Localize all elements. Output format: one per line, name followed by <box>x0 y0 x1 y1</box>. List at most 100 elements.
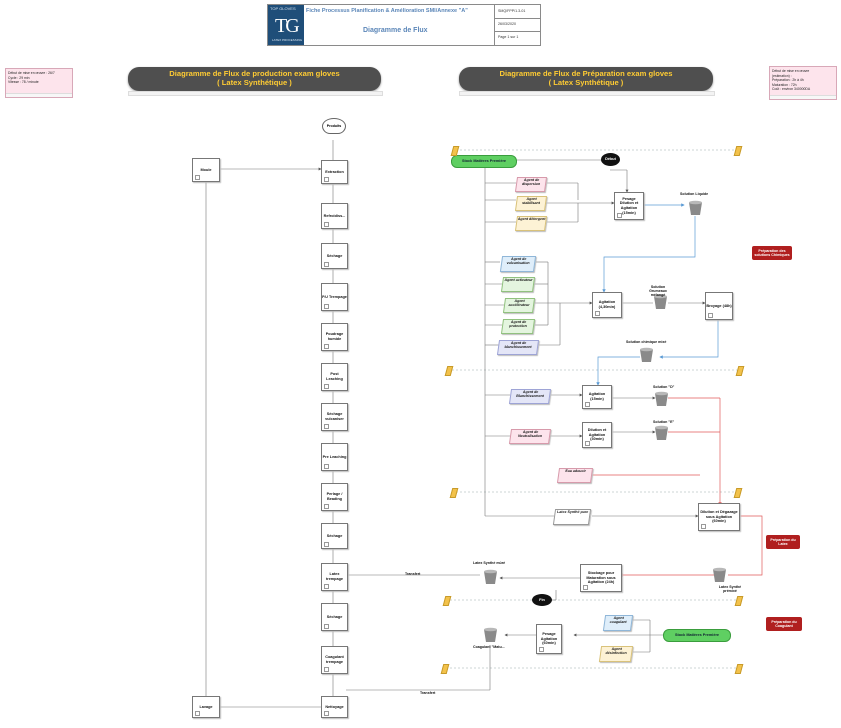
banner-preparation-footer <box>459 91 715 96</box>
step-moule[interactable]: Moule <box>192 158 220 182</box>
process-label: Dilution et Agitation (30min) <box>587 428 607 442</box>
task-icon <box>324 262 329 267</box>
bucket-icon <box>640 347 653 362</box>
stock-raw-materials-1[interactable]: Stock Matières Première <box>451 155 517 168</box>
bucket-icon <box>484 627 497 642</box>
end-fin[interactable]: Fin <box>532 594 552 606</box>
document-subtitle: Diagramme de Flux <box>363 27 428 34</box>
task-icon <box>708 313 713 318</box>
agent-detergent[interactable]: Agent détergent <box>514 216 548 231</box>
step-label: Séchage <box>326 253 343 258</box>
step-label: Moule <box>200 167 212 172</box>
red-label-coagulant: Préparation du Coagulant <box>766 617 802 631</box>
agent-label: Agent de dispersion <box>521 178 541 187</box>
agent-stabilisant[interactable]: Agent stabilisant <box>514 196 548 211</box>
latex-pure[interactable]: Latex Synthé pure <box>552 509 592 525</box>
header-divider <box>494 31 540 32</box>
task-icon <box>324 304 329 309</box>
task-icon <box>324 222 329 227</box>
label-transfert-2: Transfert <box>420 691 436 695</box>
task-icon <box>324 344 329 349</box>
process-dilution-degazage[interactable]: Dilution et Dégazage sous Agitation (60m… <box>698 503 740 531</box>
note-line: (estimation) : <box>772 73 792 78</box>
banner-subtitle: ( Latex Synthétique ) <box>548 78 624 87</box>
production-step[interactable]: Coagulant trempage <box>321 646 348 674</box>
agent-label: Agent de Neutralisation <box>517 430 543 439</box>
step-label: Coagulant trempage <box>325 655 344 664</box>
task-icon <box>324 177 329 182</box>
agent-activateur[interactable]: Agent activateur <box>500 277 536 292</box>
production-step[interactable]: Séchage vulcaniser <box>321 403 348 431</box>
banner-production: Diagramme de Flux de production exam glo… <box>128 67 381 91</box>
bucket-icon <box>654 294 667 309</box>
label-solution-liquide: Solution Liquide <box>680 192 709 196</box>
agent-vulcanisation[interactable]: Agent de vulcanisation <box>499 256 537 272</box>
step-lavage[interactable]: Lavage <box>192 696 220 718</box>
company-logo: TOP GLOVES TG LATEX PROCESSING <box>268 5 304 45</box>
step-label: P.U Trempage <box>322 294 347 299</box>
production-step[interactable]: Séchage <box>321 603 348 631</box>
process-agitation-d[interactable]: Agitation (15min) <box>582 385 612 409</box>
start-debut[interactable]: Début <box>601 153 620 166</box>
process-pesage-coagulant[interactable]: Pesage Agitation (60min) <box>536 624 562 654</box>
agent-blanchissement-2[interactable]: Agent de Blanchissement <box>508 389 552 404</box>
step-label: Extraction <box>325 169 344 174</box>
note-left: Début de mise en œuvre : 26/7 Cycle : 29… <box>5 68 73 98</box>
agent-desinfection[interactable]: Agent désinfection <box>598 646 634 662</box>
step-label: Refroidiss... <box>323 213 346 218</box>
task-icon <box>583 585 588 590</box>
label-transfert-1: Transfert <box>405 572 421 576</box>
process-broyage[interactable]: Broyage (48h) <box>705 292 733 320</box>
document-header: TOP GLOVES TG LATEX PROCESSING Fiche Pro… <box>267 4 541 46</box>
process-label: Stockage pour Maturation sous Agitation … <box>586 571 616 585</box>
start-products[interactable]: Produits <box>322 118 346 134</box>
agent-label: Agent coagulant <box>609 616 627 625</box>
process-label: Broyage (48h) <box>706 303 732 308</box>
production-step[interactable]: Post Leaching <box>321 363 348 391</box>
agent-accelerateur[interactable]: Agent accélérateur <box>502 298 536 313</box>
agent-neutralisation[interactable]: Agent de Neutralisation <box>508 429 552 444</box>
bucket-icon <box>655 425 668 440</box>
agent-blanchissement[interactable]: Agent de blanchissement <box>496 340 540 355</box>
agent-label: Agent de Blanchissement <box>515 390 545 399</box>
agent-coagulant[interactable]: Agent coagulant <box>602 615 634 631</box>
production-step[interactable]: Latex trempage <box>321 563 348 591</box>
note-footer <box>770 95 836 99</box>
task-icon <box>595 311 600 316</box>
production-step[interactable]: Séchage <box>321 243 348 269</box>
process-stockage-maturation[interactable]: Stockage pour Maturation sous Agitation … <box>580 564 622 592</box>
production-step[interactable]: Nettoyage <box>321 696 348 718</box>
eau-adoucir[interactable]: Eau adoucir <box>556 468 594 483</box>
bucket-icon <box>689 200 702 215</box>
step-label: Poudrage humide <box>325 332 344 341</box>
agent-label: Agent désinfection <box>605 647 627 656</box>
label-solution-d: Solution "D" <box>653 385 675 389</box>
production-step[interactable]: Poudrage humide <box>321 323 348 351</box>
process-dilution-e[interactable]: Dilution et Agitation (30min) <box>582 422 612 448</box>
production-step[interactable]: Séchage <box>321 523 348 549</box>
note-line: Début de mise en œuvre <box>772 69 810 73</box>
process-label: Pesage Agitation (60min) <box>540 632 558 646</box>
bucket-icon <box>655 391 668 406</box>
stock-raw-materials-2[interactable]: Stock Matières Première <box>663 629 731 642</box>
agent-protection[interactable]: Agent de protection <box>500 319 536 334</box>
task-icon <box>324 667 329 672</box>
production-connectors <box>204 140 491 709</box>
process-agitation-1[interactable]: Agitation (4,30min) <box>592 292 622 318</box>
process-pesage-dilution[interactable]: Pesage Dilution et Agitation (15min) <box>614 192 644 220</box>
agent-dispersion[interactable]: Agent de dispersion <box>514 177 548 192</box>
agent-label: Agent de blanchissement <box>504 341 532 350</box>
bucket-icons <box>484 200 726 642</box>
task-icon <box>195 175 200 180</box>
label-latex-premix: Latex Synthé prémixé <box>718 585 742 594</box>
logo-top-text: TOP GLOVES <box>270 6 296 11</box>
production-step[interactable]: Pre Leaching <box>321 443 348 471</box>
header-divider <box>494 18 540 19</box>
agent-label: Agent détergent <box>517 217 546 221</box>
production-step[interactable]: Refroidiss... <box>321 203 348 229</box>
production-step[interactable]: P.U Trempage <box>321 283 348 311</box>
process-label: Dilution et Dégazage sous Agitation (60m… <box>700 510 738 524</box>
production-step[interactable]: Extraction <box>321 160 348 184</box>
production-step[interactable]: Perlage / Beading <box>321 483 348 511</box>
process-label: Pesage Dilution et Agitation (15min) <box>619 196 639 215</box>
